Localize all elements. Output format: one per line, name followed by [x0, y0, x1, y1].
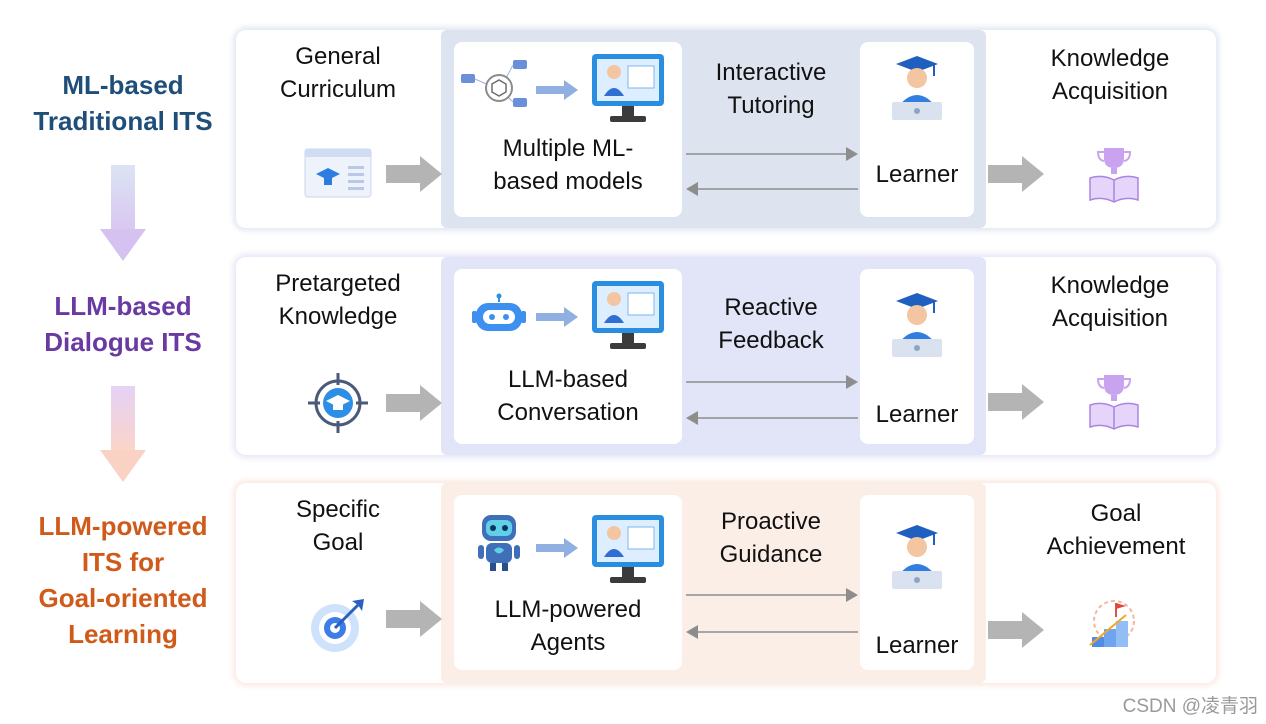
interaction-arrows: [686, 147, 858, 196]
row-label-llm-based: LLM-based Dialogue ITS: [10, 288, 236, 360]
learner-text: Learner: [875, 161, 959, 188]
interaction-arrows: [686, 588, 858, 639]
learner-icon: [892, 293, 942, 357]
interaction-text: Proactive Guidance: [719, 508, 823, 568]
row-label-line: Learning: [68, 619, 178, 649]
target-graduation-icon: [308, 373, 368, 433]
blue-arrow: [536, 538, 578, 558]
ml-models-icon: [461, 60, 527, 107]
robot-agent-icon: [478, 515, 520, 571]
target-dart-icon: [311, 599, 364, 652]
trophy-book-icon: [1089, 375, 1139, 430]
row-label-llm-powered: LLM-powered ITS for Goal-oriented Learni…: [10, 508, 236, 652]
row-label-line: Goal-oriented: [38, 583, 208, 613]
watermark: CSDN @凌青羽: [1122, 696, 1258, 717]
curriculum-icon: [304, 148, 372, 198]
tutor-monitor-icon: [592, 54, 664, 122]
row-label-line: ML-based: [62, 70, 184, 100]
grey-arrow-out: [988, 156, 1044, 192]
row-llm-powered: Specific Goal LLM-powered Agents: [236, 483, 1216, 683]
tutor-monitor-icon: [592, 281, 664, 349]
row-label-ml-based: ML-based Traditional ITS: [10, 67, 236, 139]
row-llm-based: Pretargeted Knowledge LLM-based: [236, 257, 1216, 455]
learner-text: Learner: [875, 632, 959, 659]
outcome-text: Knowledge Acquisition: [1050, 45, 1170, 105]
input-text: Pretargeted Knowledge: [275, 270, 401, 330]
system-text: Multiple ML- based models: [493, 135, 643, 195]
row-label-line: Dialogue ITS: [44, 327, 202, 357]
blue-arrow: [536, 80, 578, 100]
grey-arrow-out: [988, 612, 1044, 648]
row-label-line: LLM-powered: [38, 511, 208, 541]
outcome-text: Knowledge Acquisition: [1050, 272, 1170, 332]
chatbot-icon: [472, 293, 526, 331]
grey-arrow-in: [386, 601, 442, 637]
blue-arrow: [536, 307, 578, 327]
grey-arrow-in: [386, 385, 442, 421]
row-label-line: Traditional ITS: [33, 106, 213, 136]
row-ml-based: General Curriculum Multiple ML- based mo…: [236, 30, 1216, 228]
goal-stairs-icon: [1089, 600, 1135, 647]
input-text: Specific Goal: [295, 496, 381, 556]
learner-text: Learner: [875, 401, 959, 428]
interaction-text: Interactive Tutoring: [715, 59, 827, 119]
learner-icon: [892, 525, 942, 589]
down-arrow-2: [100, 386, 146, 482]
system-text: LLM-powered Agents: [494, 596, 642, 656]
interaction-text: Reactive Feedback: [718, 294, 824, 354]
tutor-monitor-icon: [592, 515, 664, 583]
input-text: General Curriculum: [279, 43, 396, 103]
grey-arrow-in: [386, 156, 442, 192]
row-label-line: LLM-based: [54, 291, 192, 321]
learner-icon: [892, 56, 942, 120]
row-label-line: ITS for: [81, 547, 165, 577]
down-arrow-1: [100, 165, 146, 261]
trophy-book-icon: [1089, 148, 1139, 203]
grey-arrow-out: [988, 384, 1044, 420]
system-text: LLM-based Conversation: [497, 366, 639, 426]
interaction-arrows: [686, 375, 858, 425]
outcome-text: Goal Achievement: [1046, 500, 1186, 560]
